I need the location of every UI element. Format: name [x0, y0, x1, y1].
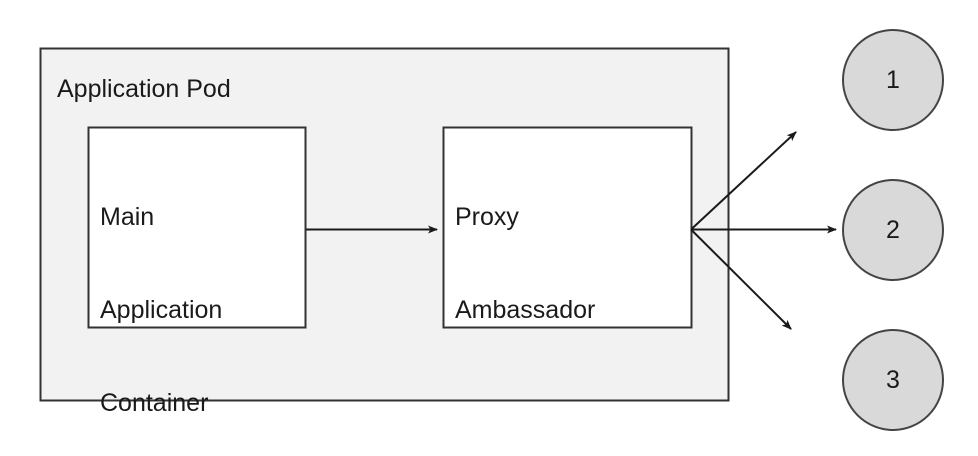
endpoint-1-circle [842, 29, 944, 131]
connector-proxy-to-endpoint-3-arrow [690, 228, 792, 330]
endpoint-2-circle [842, 179, 944, 281]
endpoint-1-label: 1 [886, 66, 900, 94]
endpoint-3-circle [842, 329, 944, 431]
endpoint-2-label: 2 [886, 216, 900, 244]
connector-proxy-to-endpoint-1-arrow [690, 131, 797, 231]
endpoint-3-label: 3 [886, 366, 900, 394]
main-application-container-box [87, 126, 307, 329]
proxy-ambassador-box [442, 126, 693, 329]
